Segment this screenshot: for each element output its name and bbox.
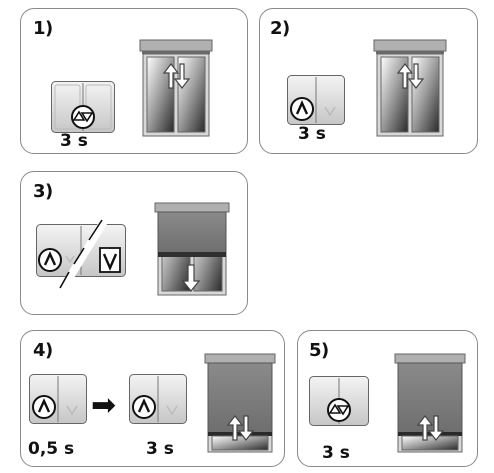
step-5-number: 5) bbox=[309, 340, 329, 361]
up-chevron-icon bbox=[32, 395, 56, 419]
window-blind-open-icon bbox=[373, 39, 447, 137]
split-wall-switch-icon[interactable] bbox=[36, 215, 136, 293]
step-1-duration: 3 s bbox=[60, 131, 88, 151]
step-4-duration-long: 3 s bbox=[146, 439, 174, 459]
window-blind-closed-icon bbox=[204, 353, 276, 453]
wall-switch-icon[interactable] bbox=[309, 376, 369, 426]
window-blind-open-icon bbox=[139, 39, 213, 137]
step-1-number: 1) bbox=[33, 18, 53, 39]
next-arrow-icon: ➡ bbox=[91, 388, 117, 423]
up-chevron-icon bbox=[38, 248, 62, 272]
window-blind-closed-icon bbox=[394, 353, 466, 453]
step-2-duration: 3 s bbox=[298, 124, 326, 144]
down-chevron-icon bbox=[102, 253, 118, 272]
window-blind-half-icon bbox=[154, 202, 230, 296]
step-4-duration-short: 0,5 s bbox=[28, 439, 75, 459]
up-chevron-icon bbox=[290, 97, 314, 121]
wall-switch-icon[interactable] bbox=[29, 374, 87, 424]
wall-switch-icon[interactable] bbox=[51, 81, 115, 133]
step-2-number: 2) bbox=[270, 18, 290, 39]
step-5-duration: 3 s bbox=[322, 443, 350, 463]
up-chevron-icon bbox=[132, 395, 156, 419]
wall-switch-icon[interactable] bbox=[129, 374, 187, 424]
step-4-number: 4) bbox=[33, 340, 53, 361]
step-3-number: 3) bbox=[33, 181, 53, 202]
wall-switch-icon[interactable] bbox=[287, 75, 345, 125]
